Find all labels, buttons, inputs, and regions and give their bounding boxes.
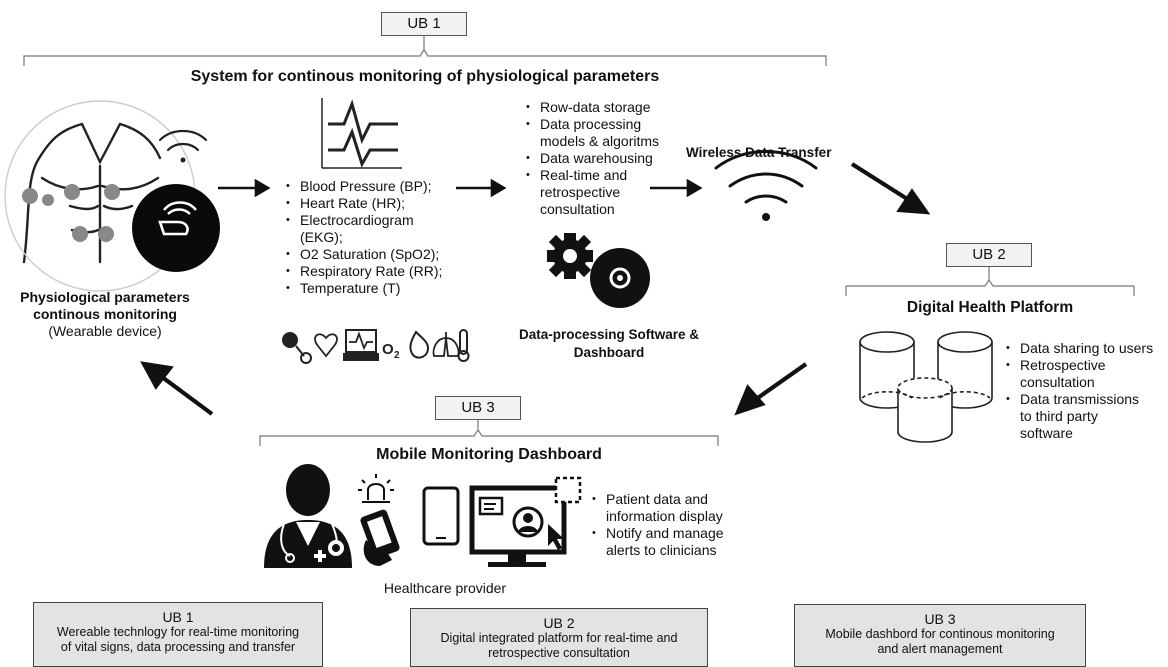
summary-box-title: UB 3 — [924, 611, 956, 627]
siren-icon — [358, 474, 394, 503]
svg-text:O: O — [382, 341, 394, 358]
summary-box-line: Mobile dashbord for continous monitoring — [825, 627, 1055, 641]
wearable-title-line1: Physiological parameters — [20, 289, 190, 305]
mobile-item: Notify and manage alerts to clinicians — [592, 525, 752, 559]
ub1-bracket — [23, 36, 827, 66]
parameter-item: O2 Saturation (SpO2); — [286, 246, 464, 263]
monitor-icon — [469, 476, 582, 567]
platform-list: Data sharing to users Retrospective cons… — [1006, 340, 1166, 442]
doctor-icon — [264, 464, 352, 568]
platform-item: Data transmissions to third party softwa… — [1006, 391, 1146, 442]
parameter-item: Blood Pressure (BP); — [286, 178, 464, 195]
software-label-line2: Dashboard — [573, 345, 645, 360]
summary-box-ub3: UB 3 Mobile dashbord for continous monit… — [794, 604, 1086, 667]
phone-in-hand-icon — [360, 509, 400, 566]
disc-icon — [590, 248, 650, 308]
svg-text:2: 2 — [394, 350, 400, 361]
platform-item: Retrospective consultation — [1006, 357, 1116, 391]
processing-item: Real-time and retrospective consultation — [526, 167, 644, 218]
parameter-item: Electrocardiogram (EKG); — [286, 212, 436, 246]
processing-list: Row-data storage Data processing models … — [526, 99, 666, 218]
mobile-list: Patient data and information display Not… — [592, 491, 752, 559]
arrows-top-row — [218, 178, 703, 198]
processing-item: Row-data storage — [526, 99, 666, 116]
vital-signs-icons: O 2 — [282, 329, 470, 364]
summary-box-title: UB 2 — [543, 615, 575, 631]
summary-box-line: retrospective consultation — [488, 646, 630, 660]
summary-box-ub2: UB 2 Digital integrated platform for rea… — [410, 608, 708, 667]
parameters-list: Blood Pressure (BP); Heart Rate (HR); El… — [286, 178, 464, 297]
wearable-title-line2: continous monitoring — [33, 306, 177, 322]
ub2-tag: UB 2 — [946, 243, 1032, 267]
summary-box-line: Wereable technlogy for real-time monitor… — [56, 625, 300, 639]
wireless-label: Wireless Data Transfer — [686, 145, 832, 160]
parameter-item: Heart Rate (HR); — [286, 195, 464, 212]
arrow-to-wearable — [140, 361, 214, 416]
system-title: System for continous monitoring of physi… — [190, 68, 660, 85]
arrow-to-mobile — [734, 362, 808, 416]
processing-item: Data processing models & algoritms — [526, 116, 666, 150]
summary-box-title: UB 1 — [162, 609, 194, 625]
ub3-bracket — [259, 418, 719, 446]
summary-box-ub1: UB 1 Wereable technlogy for real-time mo… — [33, 602, 323, 667]
ub1-tag: UB 1 — [381, 12, 467, 36]
wearable-title: Physiological parameters continous monit… — [0, 289, 210, 323]
processing-item: Data warehousing — [526, 150, 666, 167]
tablet-icon — [422, 486, 460, 546]
sensor-electrodes — [22, 184, 120, 242]
platform-item: Data sharing to users — [1006, 340, 1166, 357]
mobile-title: Mobile Monitoring Dashboard — [376, 446, 602, 463]
settings-gear-icon — [547, 233, 593, 279]
platform-title: Digital Health Platform — [906, 299, 1074, 316]
wifi-small-icon — [158, 129, 208, 163]
provider-label: Healthcare provider — [383, 580, 507, 596]
mobile-item: Patient data and information display — [592, 491, 752, 525]
parameter-item: Temperature (T) — [286, 280, 464, 297]
parameter-item: Respiratory Rate (RR); — [286, 263, 464, 280]
database-icons — [859, 331, 993, 443]
arrow-to-platform — [850, 162, 931, 215]
ub2-bracket — [845, 266, 1135, 296]
ub3-tag: UB 3 — [435, 396, 521, 420]
software-label-line1: Data-processing Software & — [518, 327, 700, 342]
summary-box-line: Digital integrated platform for real-tim… — [440, 631, 678, 645]
software-label: Data-processing Software & Dashboard — [496, 326, 722, 362]
waveform-icon — [321, 98, 402, 169]
smartwatch-icon — [132, 184, 220, 272]
summary-box-line: of vital signs, data processing and tran… — [60, 640, 296, 654]
summary-box-line: and alert management — [877, 642, 1003, 656]
wifi-large-icon — [714, 150, 818, 221]
wearable-subtitle: (Wearable device) — [48, 323, 162, 339]
